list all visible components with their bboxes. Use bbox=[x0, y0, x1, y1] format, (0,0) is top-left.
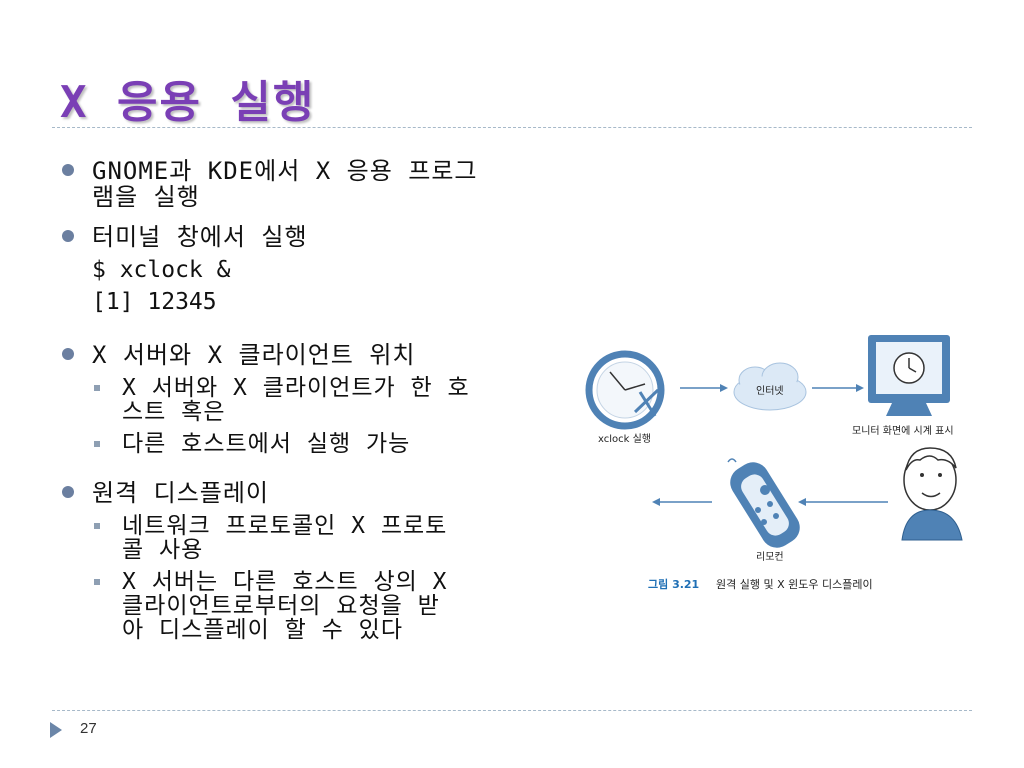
bullet-remote: 원격 디스플레이 bbox=[62, 480, 542, 506]
cloud-label: 인터넷 bbox=[756, 385, 784, 397]
bullet-text: X 서버와 X 클라이언트 위치 bbox=[92, 341, 416, 369]
remote-control-icon bbox=[727, 458, 800, 548]
sub-bullet-text: X 서버와 X 클라이언트가 한 호 bbox=[122, 375, 470, 401]
bullet-gnome-kde: GNOME과 KDE에서 X 응용 프로그 램을 실행 bbox=[62, 158, 542, 210]
clock-label: xclock 실행 bbox=[598, 433, 651, 445]
title-divider bbox=[52, 127, 972, 128]
remote-display-figure: xclock 실행 인터넷 모니터 화면에 시계 표시 bbox=[585, 335, 963, 591]
sub-bullet-text: 네트워크 프로토콜인 X 프로토 bbox=[122, 513, 448, 539]
bullet-list: GNOME과 KDE에서 X 응용 프로그 램을 실행 터미널 창에서 실행 $… bbox=[62, 158, 542, 642]
remote-label: 리모컨 bbox=[756, 551, 784, 563]
sub-bullet-square-icon bbox=[94, 441, 100, 447]
code-line: $ xclock & bbox=[92, 257, 231, 283]
bullet-text: GNOME과 KDE에서 X 응용 프로그 bbox=[92, 157, 478, 185]
person-icon bbox=[901, 447, 963, 541]
bullet-terminal: 터미널 창에서 실행 bbox=[62, 224, 542, 250]
sub-bullet-text: 아 디스플레이 할 수 있다 bbox=[122, 617, 403, 643]
sub-bullet: X 서버는 다른 호스트 상의 X 클라이언트로부터의 요청을 받 아 디스플레… bbox=[62, 570, 542, 642]
bullet-text: 터미널 창에서 실행 bbox=[92, 223, 308, 251]
sub-bullet-square-icon bbox=[94, 385, 100, 391]
code-line: [1] 12345 bbox=[92, 289, 217, 315]
bullet-dot-icon bbox=[62, 348, 74, 360]
sub-bullet-text: 다른 호스트에서 실행 가능 bbox=[122, 431, 411, 457]
bullet-dot-icon bbox=[62, 486, 74, 498]
clock-icon bbox=[585, 350, 665, 430]
bullet-position: X 서버와 X 클라이언트 위치 bbox=[62, 342, 542, 368]
sub-bullet-square-icon bbox=[94, 579, 100, 585]
sub-bullet-text: 스트 혹은 bbox=[122, 399, 226, 425]
bullet-text: 원격 디스플레이 bbox=[92, 479, 270, 507]
bullet-text: 램을 실행 bbox=[92, 183, 200, 211]
footer-divider bbox=[52, 710, 972, 711]
monitor-icon bbox=[868, 335, 950, 416]
sub-bullet: 네트워크 프로토콜인 X 프로토 콜 사용 bbox=[62, 514, 542, 562]
figure-caption-text: 원격 실행 및 X 윈도우 디스플레이 bbox=[716, 577, 873, 591]
sub-bullet: 다른 호스트에서 실행 가능 bbox=[62, 432, 542, 456]
arrow-left-icon bbox=[652, 498, 712, 506]
arrow-right-icon bbox=[680, 384, 728, 392]
bullet-dot-icon bbox=[62, 164, 74, 176]
sub-bullet-text: 콜 사용 bbox=[122, 537, 204, 563]
sub-bullet: X 서버와 X 클라이언트가 한 호 스트 혹은 bbox=[62, 376, 542, 424]
sub-bullet-text: 클라이언트로부터의 요청을 받 bbox=[122, 593, 440, 619]
cloud-icon bbox=[733, 362, 807, 411]
sub-bullet-square-icon bbox=[94, 523, 100, 529]
bullet-dot-icon bbox=[62, 230, 74, 242]
arrow-left-icon bbox=[798, 498, 888, 506]
arrow-right-icon bbox=[812, 384, 864, 392]
sub-bullet-text: X 서버는 다른 호스트 상의 X bbox=[122, 569, 448, 595]
slide-title: X 응용 실행 bbox=[60, 77, 316, 128]
page-number: 27 bbox=[80, 720, 97, 737]
figure-caption-number: 그림 3.21 bbox=[648, 578, 699, 591]
monitor-label: 모니터 화면에 시계 표시 bbox=[852, 425, 954, 437]
triangle-icon bbox=[50, 722, 62, 738]
